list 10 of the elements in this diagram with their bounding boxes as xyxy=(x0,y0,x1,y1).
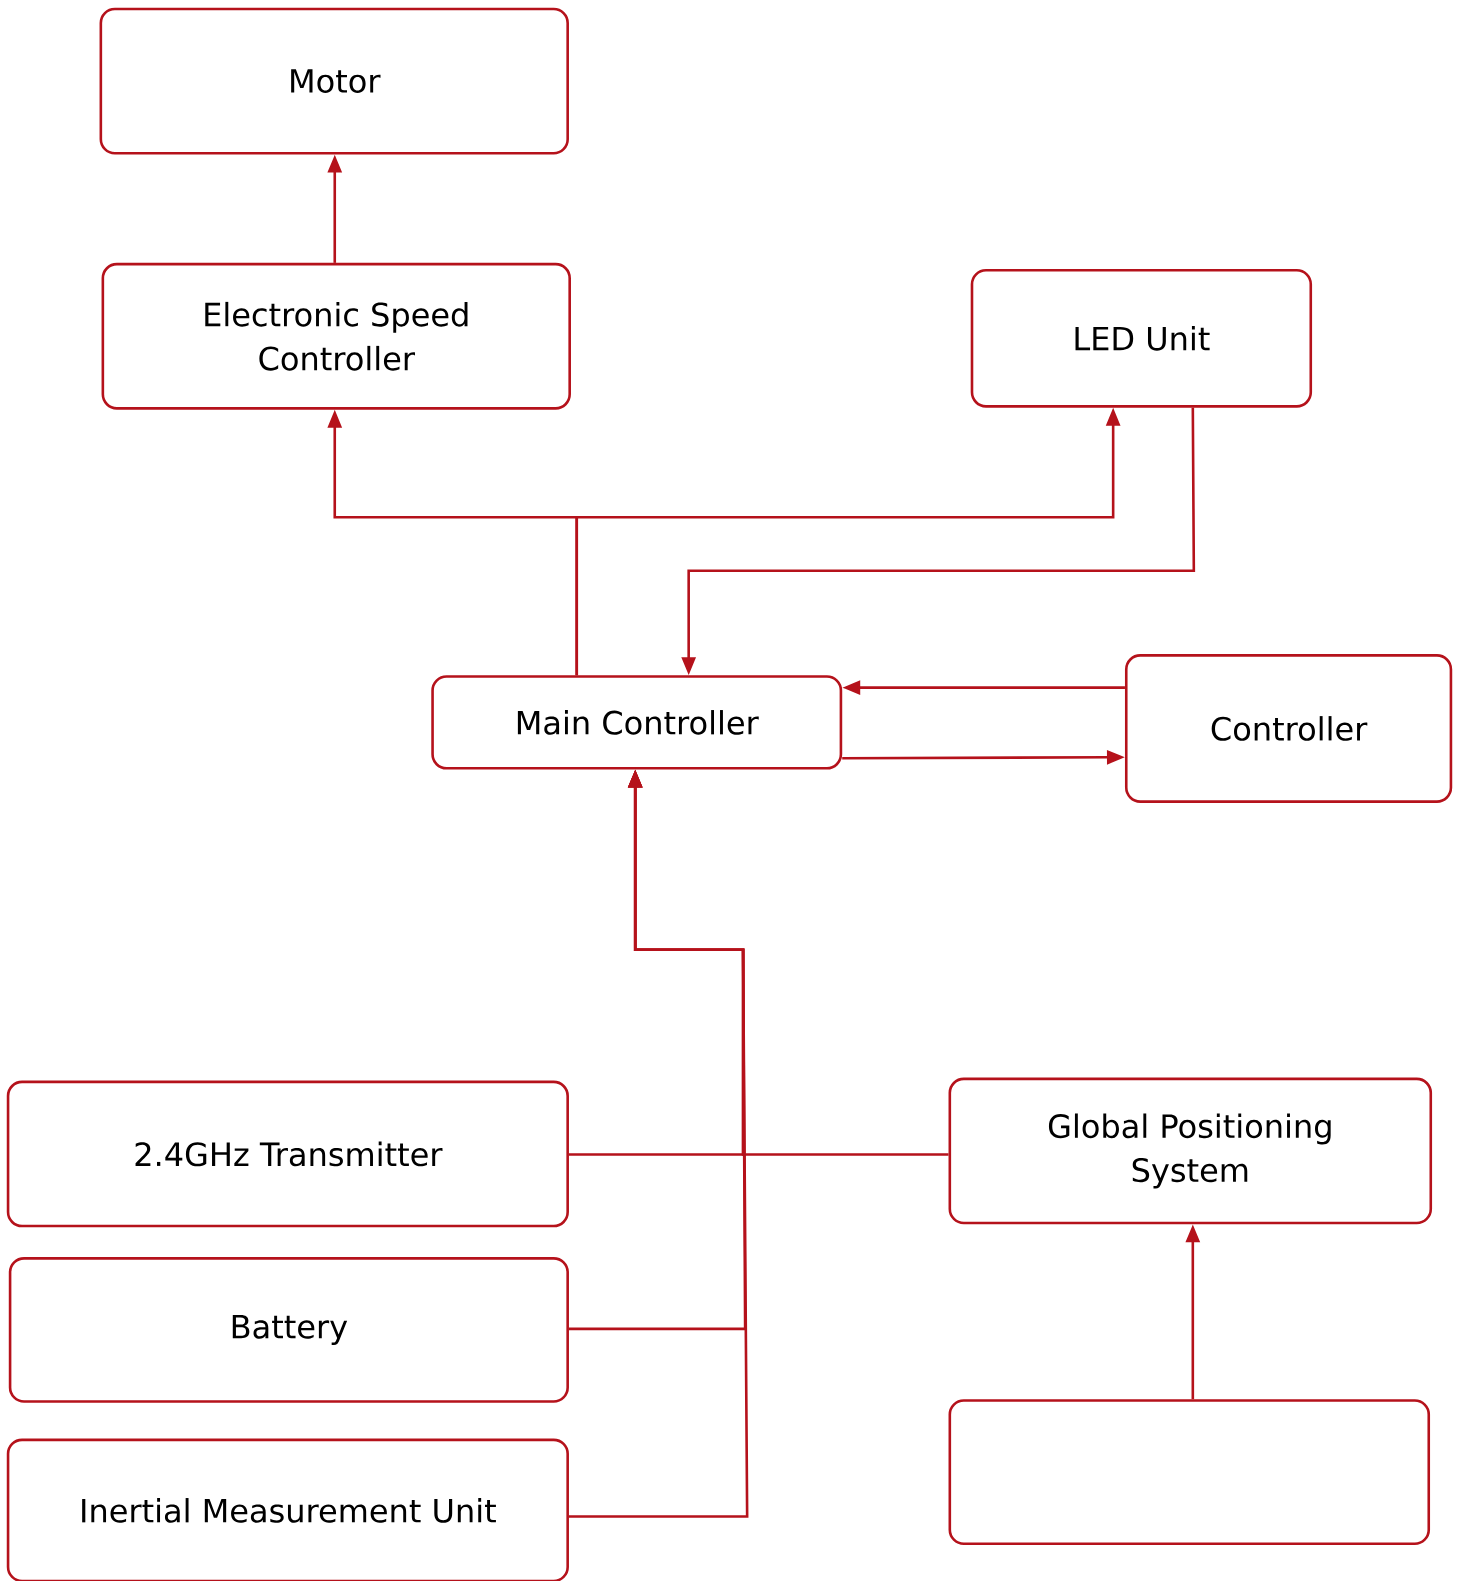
process-box: Motor xyxy=(99,7,569,155)
process-box: Inertial Measurement Unit xyxy=(6,1438,569,1581)
process-box: Global Positioning System xyxy=(948,1077,1433,1225)
process-box: 2.4GHz Transmitter xyxy=(6,1080,569,1228)
process-box: LED Unit xyxy=(970,268,1313,408)
process-box: Battery xyxy=(8,1257,569,1403)
process-box: Controller xyxy=(1124,654,1453,803)
empty-box xyxy=(948,1399,1431,1545)
process-box: Main Controller xyxy=(431,675,843,770)
process-box: Electronic Speed Controller xyxy=(101,262,571,410)
